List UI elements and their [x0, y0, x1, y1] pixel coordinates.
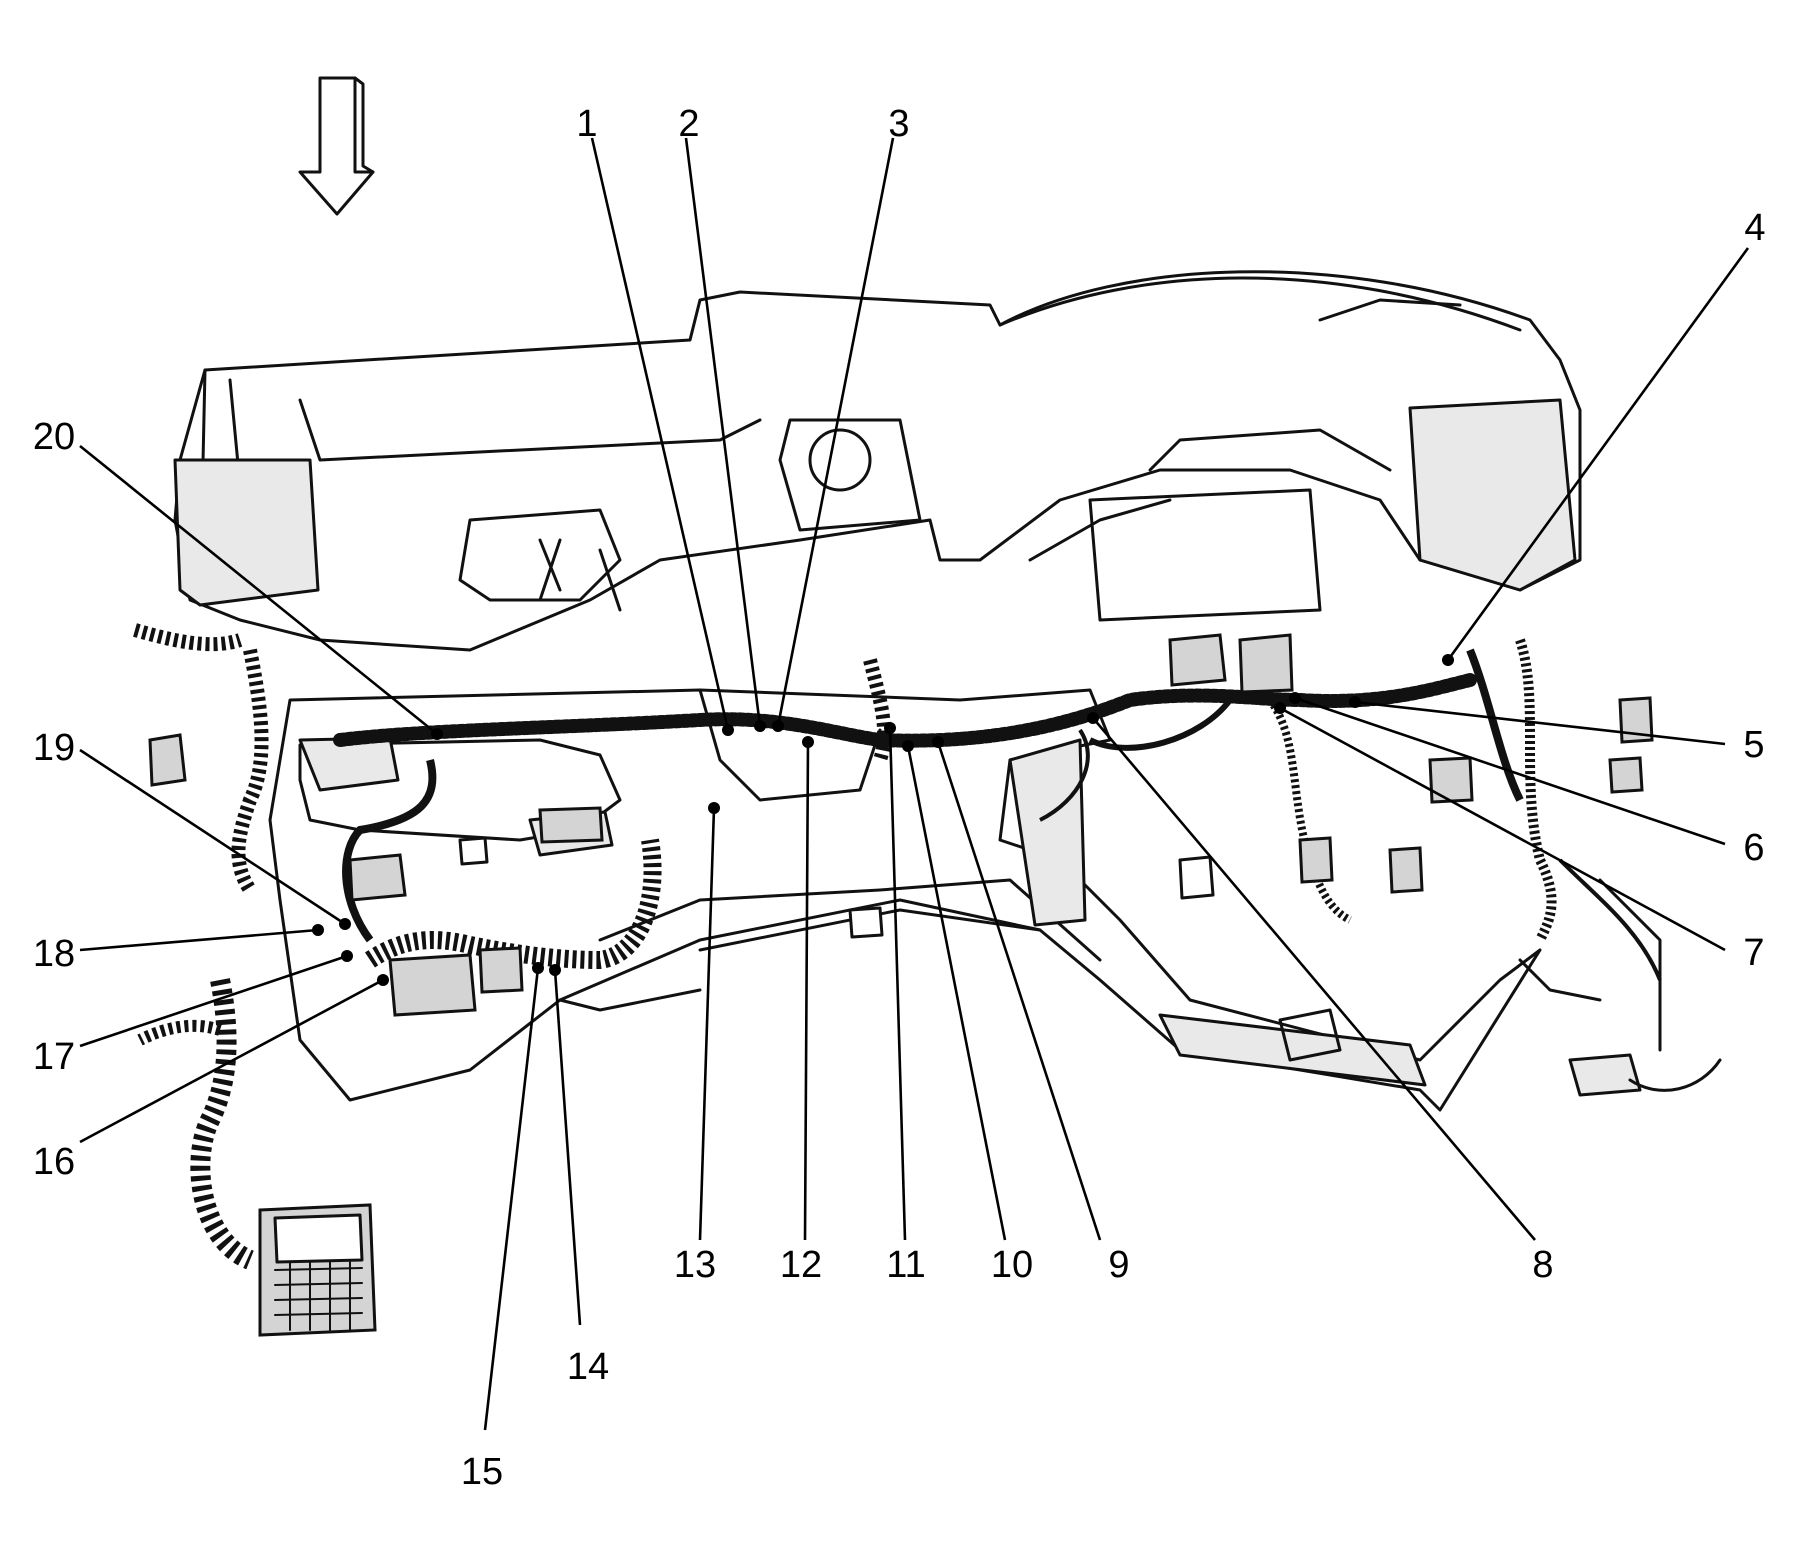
callout-11: 11: [886, 1244, 926, 1286]
leader-16: [79, 978, 384, 1144]
leader-8: [1092, 717, 1536, 1241]
leader-20: [79, 444, 438, 736]
cross-car-beam: [268, 688, 1722, 1112]
callout-2: 2: [678, 103, 700, 145]
leader-9: [936, 741, 1102, 1241]
leader-2: [684, 137, 762, 727]
wiring-harness: [133, 623, 1662, 1270]
leader-lines: [79, 137, 1750, 1431]
leader-19: [79, 748, 346, 926]
leader-6: [1294, 696, 1726, 846]
callout-3: 3: [888, 103, 910, 145]
callout-14: 14: [566, 1346, 610, 1388]
connectors: [148, 633, 1654, 1337]
down-arrow-icon: [298, 76, 375, 216]
callout-20: 20: [32, 416, 76, 458]
callout-7: 7: [1743, 932, 1765, 974]
leader-13: [698, 807, 716, 1241]
leader-3: [776, 137, 895, 727]
leader-4: [1446, 247, 1750, 661]
callout-19: 19: [32, 727, 76, 769]
callout-13: 13: [673, 1244, 717, 1286]
callout-18: 18: [32, 933, 76, 975]
leader-12: [803, 741, 810, 1241]
callout-4: 4: [1744, 207, 1766, 249]
leader-10: [906, 745, 1007, 1241]
leader-1: [590, 137, 730, 731]
callout-1: 1: [576, 103, 598, 145]
callout-15: 15: [460, 1451, 504, 1493]
callout-6: 6: [1743, 827, 1765, 869]
leader-7: [1279, 706, 1726, 952]
leader-11: [888, 727, 907, 1241]
leader-5: [1354, 700, 1726, 746]
callout-12: 12: [779, 1244, 823, 1286]
callout-5: 5: [1743, 724, 1765, 766]
callout-16: 16: [32, 1141, 76, 1183]
callout-17: 17: [32, 1036, 76, 1078]
callout-10: 10: [990, 1244, 1034, 1286]
leader-14: [553, 969, 582, 1326]
callout-9: 9: [1108, 1244, 1130, 1286]
leader-18: [79, 928, 319, 952]
callout-8: 8: [1532, 1244, 1554, 1286]
leader-15: [483, 967, 540, 1431]
hvac-housing: [173, 270, 1582, 652]
leader-17: [79, 954, 348, 1048]
